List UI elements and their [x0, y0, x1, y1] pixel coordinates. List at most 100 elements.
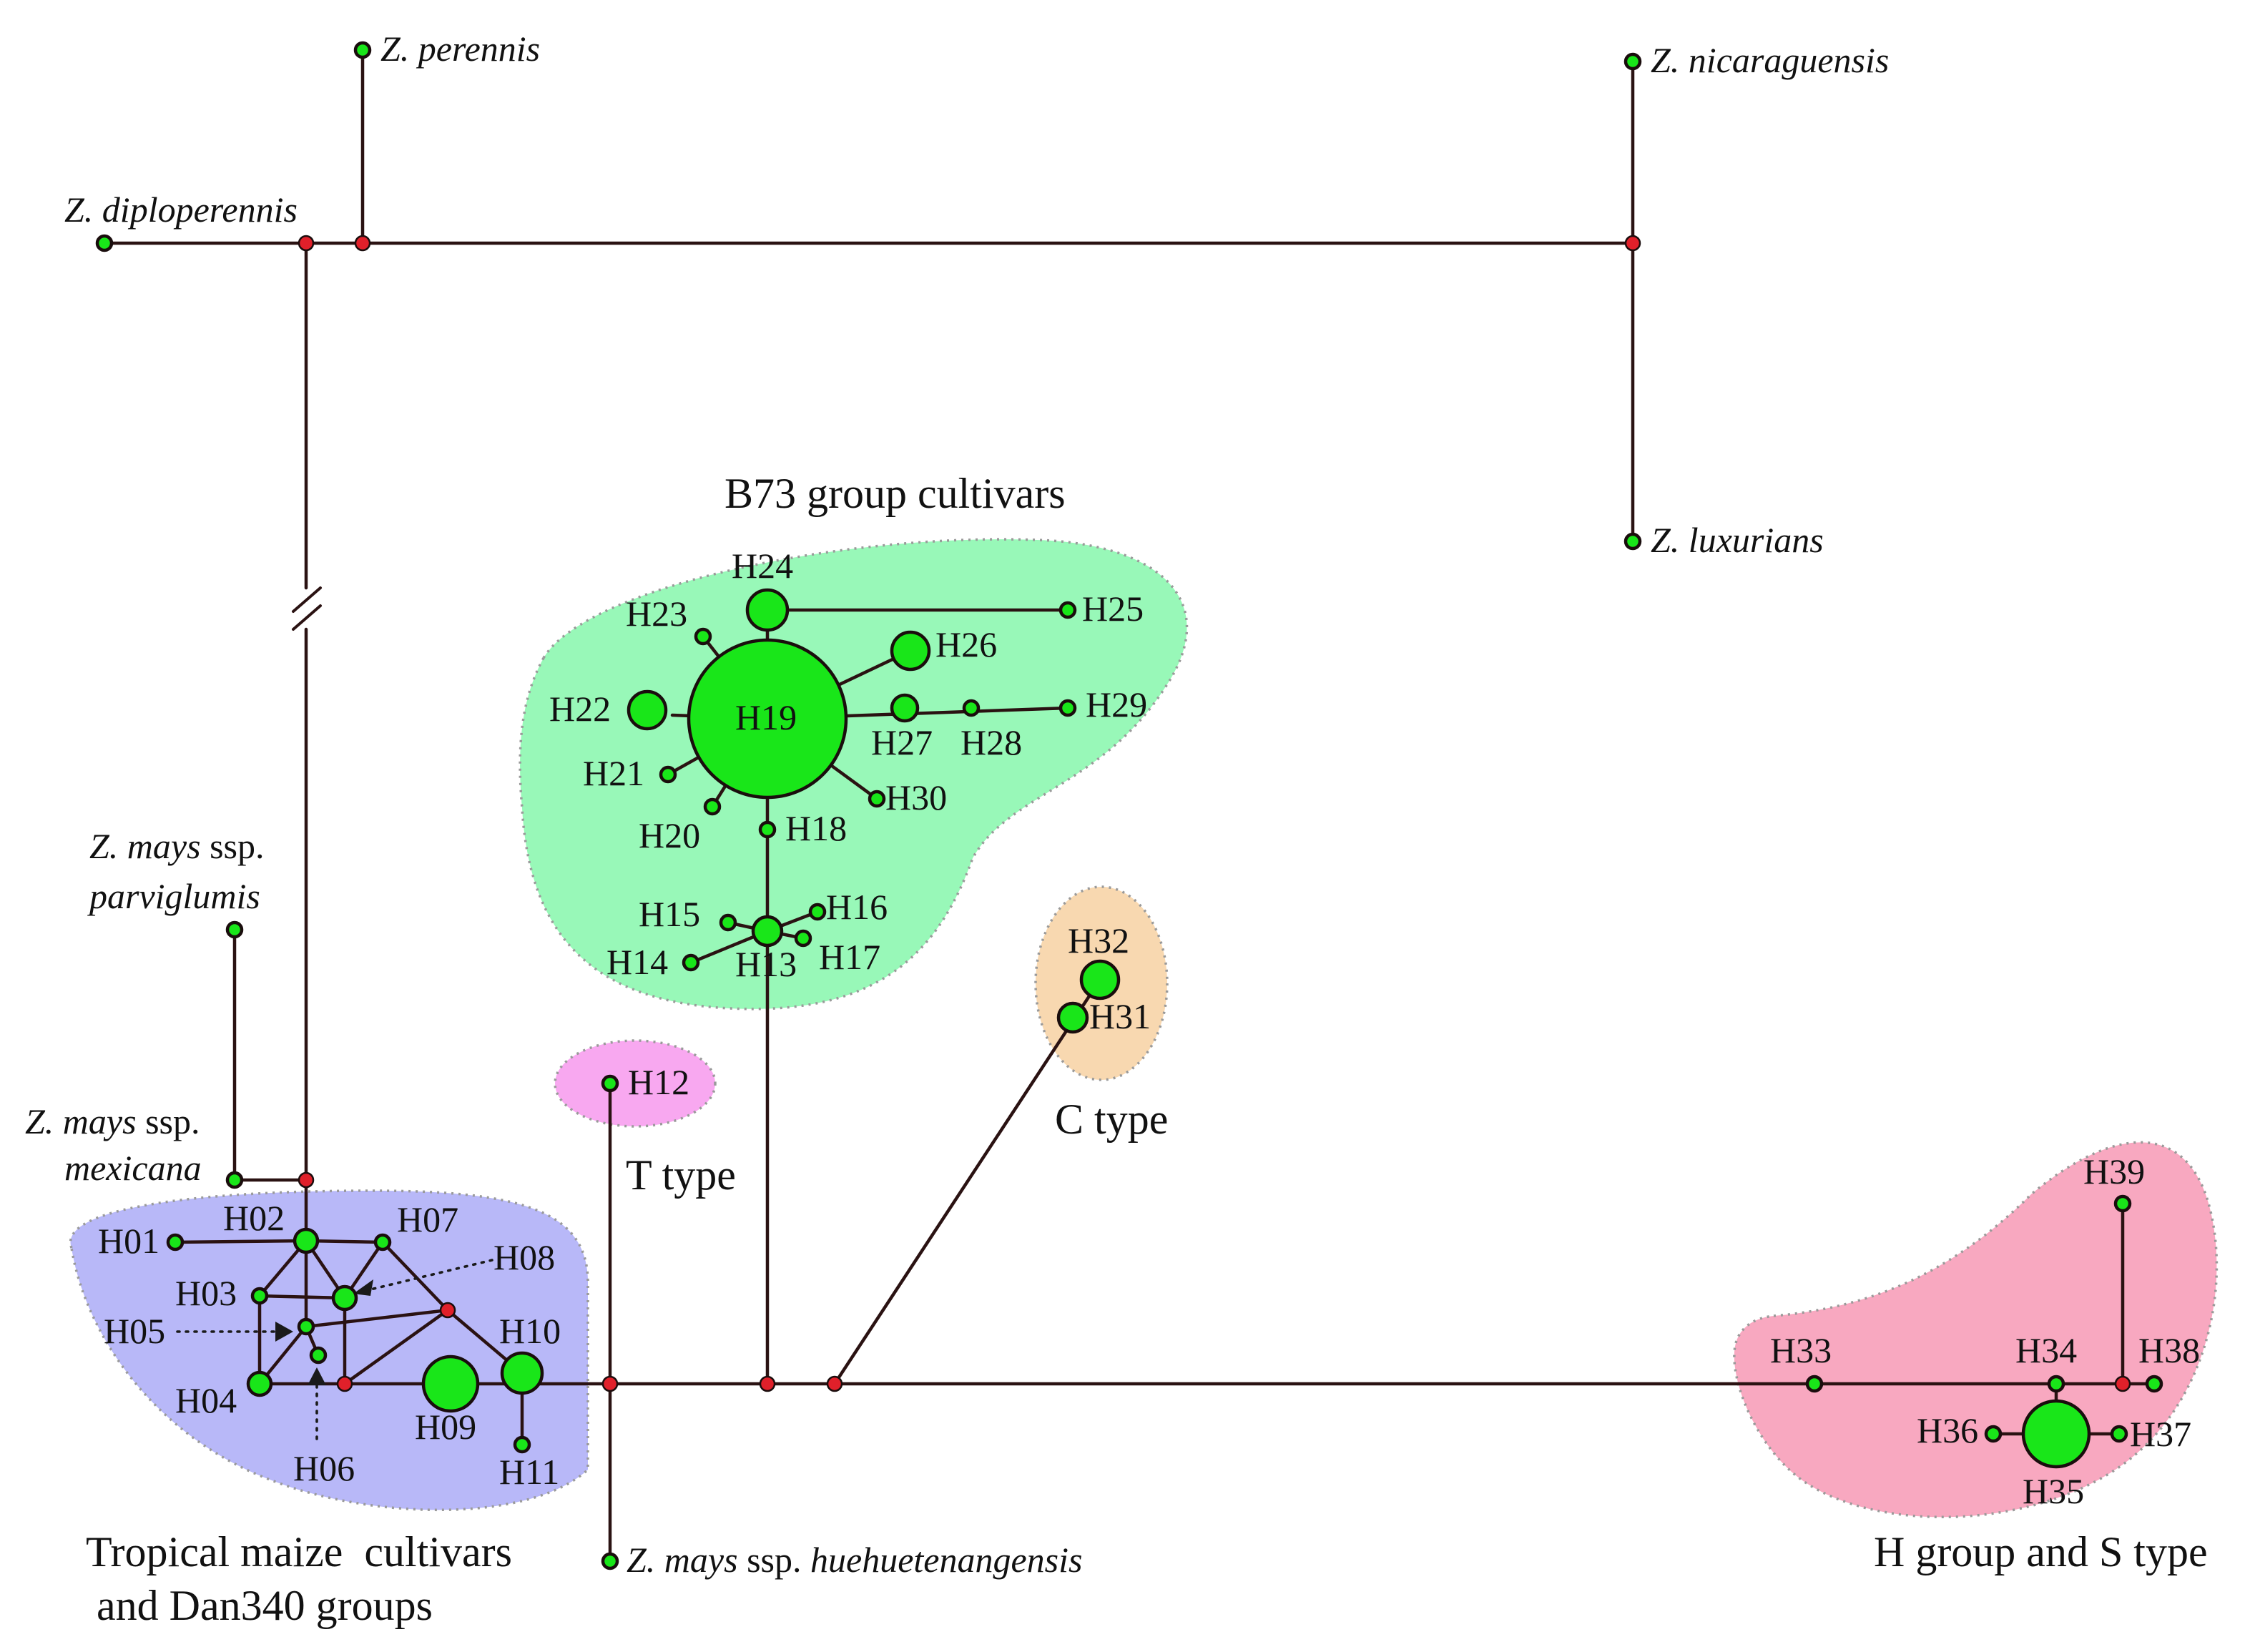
label-mexicana-line2: mexicana [64, 1148, 202, 1188]
median-vector [298, 1171, 315, 1189]
label-h30: H30 [885, 777, 947, 817]
label-h11: H11 [499, 1452, 559, 1492]
label-h37: H37 [2130, 1414, 2191, 1454]
node-z-nicaraguensis [1623, 52, 1642, 71]
node-h30 [868, 790, 886, 808]
node-h03 [250, 1287, 269, 1305]
haplotype-nodes [95, 41, 2163, 1570]
node-h07 [373, 1233, 392, 1252]
node-h24 [745, 588, 790, 632]
node-z-luxurians [1623, 532, 1642, 551]
node-h39 [2113, 1194, 2132, 1213]
region-tropical-maize [69, 1189, 589, 1511]
node-h33 [1805, 1375, 1824, 1393]
label-h13: H13 [735, 944, 797, 984]
label-h27: H27 [871, 722, 933, 762]
node-h09 [421, 1354, 480, 1413]
node-h19 [687, 638, 848, 800]
label-z-diploperennis: Z. diploperennis [64, 190, 298, 230]
label-h24: H24 [732, 546, 793, 586]
node-h25 [1058, 601, 1077, 619]
label-h22: H22 [549, 689, 611, 729]
node-h26 [890, 630, 931, 672]
median-vector [336, 1375, 353, 1392]
median-vector [2114, 1375, 2131, 1392]
node-h13 [751, 915, 784, 948]
label-h33: H33 [1770, 1330, 1832, 1370]
median-vector [298, 235, 315, 252]
label-h08: H08 [493, 1237, 555, 1277]
node-h35 [2021, 1399, 2091, 1469]
haplotype-labels: H01 H02 H03 H04 H05 H06 H07 H08 H09 H10 … [98, 546, 2200, 1511]
label-h25: H25 [1082, 589, 1144, 629]
median-vector [439, 1302, 456, 1319]
node-h37 [2110, 1425, 2128, 1443]
label-h19: H19 [735, 697, 797, 737]
median-vector [826, 1375, 843, 1392]
label-h21: H21 [583, 753, 644, 793]
node-z-diploperennis [95, 234, 114, 252]
arrow-head-h06 [308, 1367, 326, 1385]
node-h02 [293, 1227, 320, 1254]
node-h06 [309, 1346, 328, 1365]
node-h20 [703, 797, 722, 816]
label-parviglumis-line2: parviglumis [87, 876, 260, 916]
label-h31: H31 [1089, 996, 1151, 1036]
median-vector [1624, 235, 1641, 252]
label-h15: H15 [639, 894, 700, 934]
region-h-group [1733, 1141, 2219, 1518]
node-huehuetenangensis [601, 1552, 619, 1570]
label-huehuetenangensis: Z. mays ssp. huehuetenangensis [627, 1540, 1082, 1580]
region-t-type [554, 1039, 717, 1128]
label-h16: H16 [826, 887, 888, 927]
node-h28 [962, 699, 981, 717]
region-b73-group [519, 538, 1189, 1011]
label-h23: H23 [626, 594, 687, 634]
label-h12: H12 [628, 1062, 689, 1102]
group-title-tropical-line2: and Dan340 groups [97, 1582, 433, 1629]
group-title-b73: B73 group cultivars [724, 470, 1066, 517]
label-h04: H04 [175, 1380, 237, 1420]
node-h01 [166, 1233, 185, 1252]
arrow-head-h08 [353, 1279, 373, 1296]
node-h12 [601, 1074, 619, 1093]
group-title-c-type: C type [1055, 1096, 1168, 1143]
arrow-head-h05 [275, 1322, 293, 1342]
label-h02: H02 [223, 1198, 285, 1238]
node-h22 [627, 689, 668, 731]
label-h29: H29 [1086, 684, 1147, 724]
label-h38: H38 [2138, 1330, 2200, 1370]
node-h34 [2047, 1375, 2065, 1393]
taxa-labels: Z. perennis Z. diploperennis Z. nicaragu… [25, 29, 1889, 1580]
node-h18 [758, 820, 777, 839]
label-h07: H07 [397, 1199, 458, 1239]
node-h17 [794, 929, 812, 948]
node-h38 [2145, 1375, 2163, 1393]
node-h15 [719, 913, 737, 932]
node-h32 [1079, 959, 1121, 1000]
label-mexicana-line1: Z. mays ssp. [25, 1101, 200, 1141]
label-h03: H03 [175, 1273, 237, 1313]
annotation-arrows [176, 1259, 493, 1440]
node-h16 [808, 903, 827, 921]
node-h23 [694, 627, 712, 646]
median-vector [601, 1375, 619, 1392]
node-h29 [1058, 699, 1077, 717]
node-parviglumis [225, 920, 244, 939]
median-vectors [298, 235, 2131, 1392]
node-h27 [890, 693, 920, 723]
label-h10: H10 [499, 1311, 561, 1351]
node-z-perennis [353, 41, 372, 59]
label-h05: H05 [104, 1311, 165, 1351]
label-h36: H36 [1917, 1410, 1978, 1450]
node-h10 [500, 1351, 544, 1395]
group-titles: B73 group cultivars T type C type Tropic… [86, 470, 2208, 1629]
label-z-luxurians: Z. luxurians [1651, 520, 1824, 560]
label-parviglumis-line1: Z. mays ssp. [89, 826, 265, 866]
node-h14 [682, 953, 700, 972]
node-h31 [1056, 1001, 1089, 1034]
node-mexicana [225, 1171, 244, 1189]
group-title-h-group: H group and S type [1874, 1528, 2208, 1575]
node-h11 [513, 1435, 531, 1454]
